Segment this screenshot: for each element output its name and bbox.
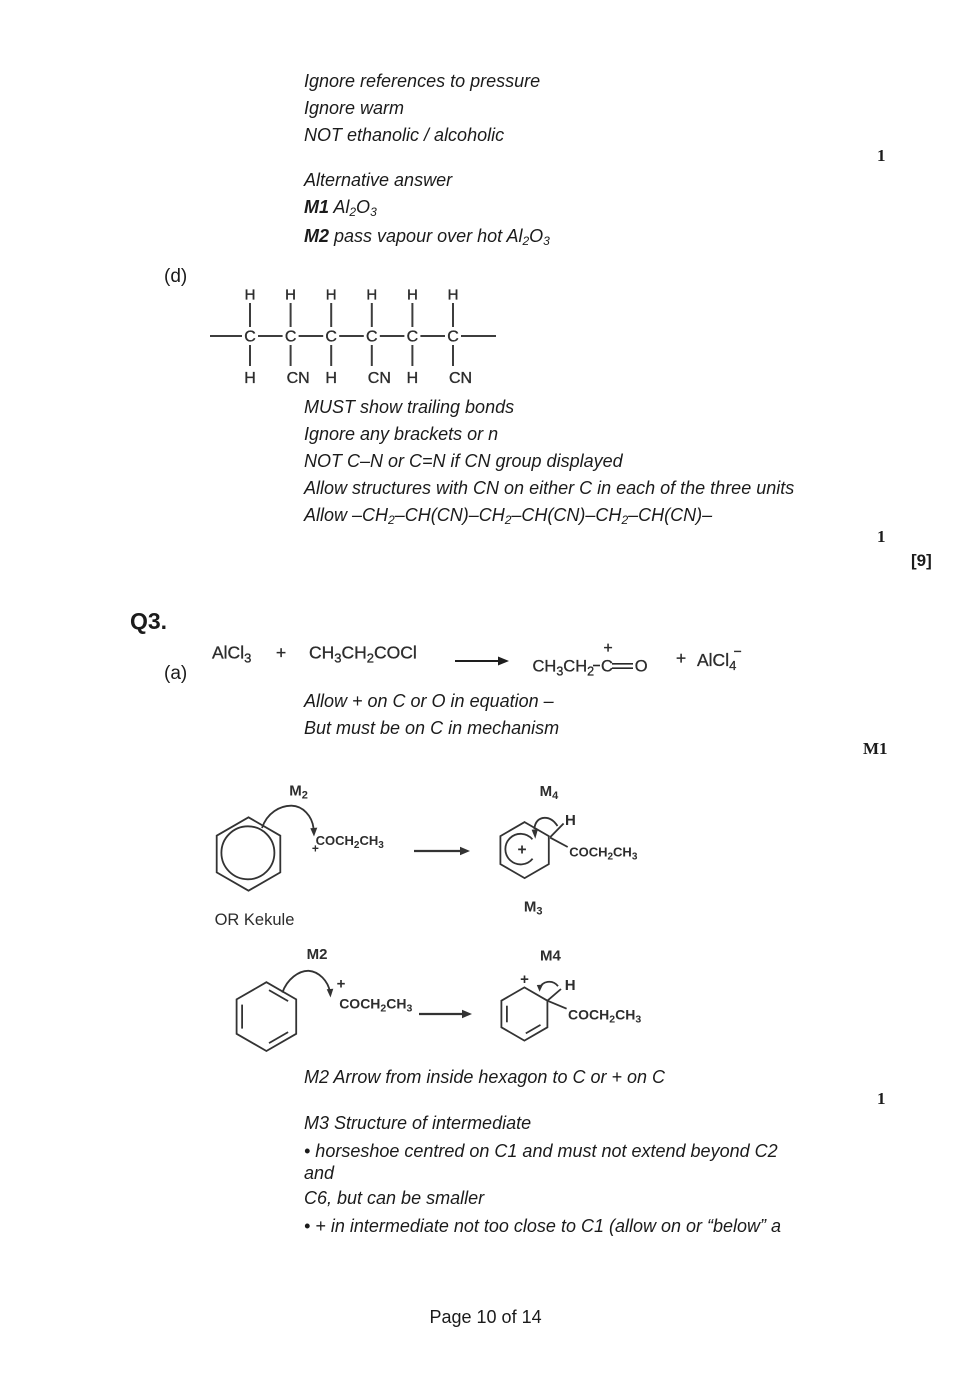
svg-text:CH3CH2: CH3CH2 — [533, 658, 595, 679]
svg-text:CH3CH2COCl: CH3CH2COCl — [309, 643, 417, 666]
svg-text:C: C — [601, 658, 613, 676]
svg-text:AlCl4: AlCl4 — [697, 650, 736, 673]
svg-text:−: − — [734, 643, 742, 659]
svg-text:H: H — [244, 370, 256, 387]
svg-text:H: H — [565, 977, 576, 994]
svg-text:M2: M2 — [307, 946, 328, 963]
svg-text:+: + — [276, 643, 286, 663]
svg-text:+: + — [520, 971, 529, 988]
svg-text:COCH2CH3: COCH2CH3 — [569, 845, 638, 863]
svg-text:+: + — [337, 976, 346, 993]
svg-text:M4: M4 — [540, 947, 561, 964]
svg-text:H: H — [407, 287, 418, 304]
svg-text:COCH2CH3: COCH2CH3 — [316, 833, 385, 851]
svg-text:H: H — [245, 287, 256, 304]
svg-text:C: C — [366, 329, 378, 346]
svg-text:M4: M4 — [540, 783, 560, 802]
svg-text:+: + — [676, 648, 686, 668]
svg-text:AlCl3: AlCl3 — [212, 643, 251, 666]
svg-text:C: C — [447, 329, 459, 346]
svg-text:H: H — [366, 287, 377, 304]
svg-text:CN: CN — [368, 370, 391, 387]
svg-text:CN: CN — [287, 370, 310, 387]
svg-text:C: C — [407, 329, 419, 346]
svg-text:M3: M3 — [524, 899, 543, 918]
svg-text:H: H — [285, 287, 296, 304]
svg-text:C: C — [244, 329, 256, 346]
svg-text:COCH2CH3: COCH2CH3 — [568, 1007, 641, 1026]
svg-text:C: C — [325, 329, 337, 346]
svg-text:H: H — [326, 287, 337, 304]
svg-text:+: + — [517, 842, 526, 859]
svg-text:OR Kekule: OR Kekule — [215, 911, 295, 929]
svg-text:CN: CN — [449, 370, 472, 387]
svg-text:H: H — [407, 370, 419, 387]
svg-text:O: O — [635, 658, 648, 676]
svg-text:H: H — [565, 812, 576, 829]
svg-text:H: H — [448, 287, 459, 304]
svg-text:+: + — [603, 640, 612, 657]
svg-text:H: H — [325, 370, 337, 387]
svg-text:C: C — [285, 329, 297, 346]
svg-text:M2: M2 — [289, 782, 308, 801]
svg-text:COCH2CH3: COCH2CH3 — [339, 996, 412, 1015]
svg-text:+: + — [312, 842, 319, 856]
